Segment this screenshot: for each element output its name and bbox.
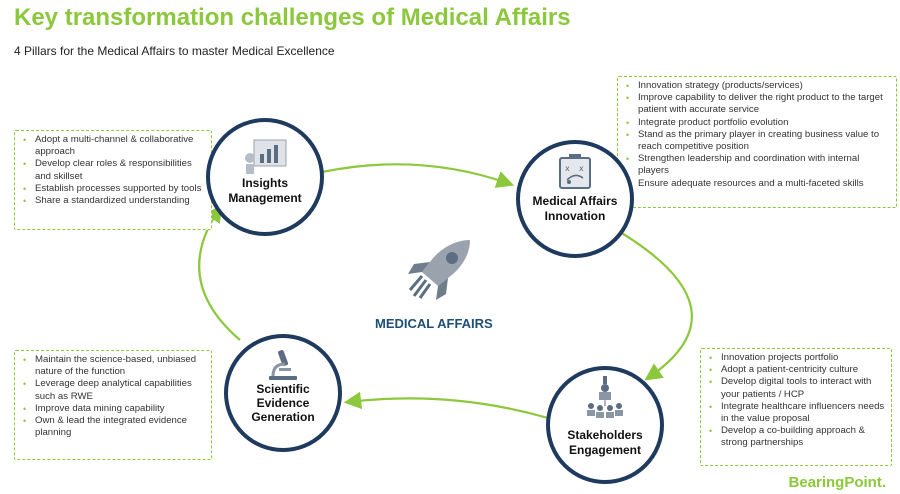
pillar-insights-management: Insights Management <box>206 118 324 236</box>
bullet-item: •Maintain the science-based, unbiased na… <box>23 354 197 378</box>
bullet-item: •Develop digital tools to interact with … <box>709 376 872 400</box>
pillar-medical-affairs-innovation: x x Medical Affairs Innovation <box>516 140 634 258</box>
bullet-item: •Innovation projects portfolio <box>709 352 839 363</box>
bullet-item: •Improve capability to deliver the right… <box>626 92 883 116</box>
bullet-item: •Develop clear roles & responsibilities … <box>23 158 192 182</box>
rocket-icon <box>400 236 476 311</box>
bullet-item: •Stand as the primary player in creating… <box>626 128 880 153</box>
strategy-board-icon: x x <box>555 154 595 197</box>
bullet-item: •Adopt a multi-channel & collaborative a… <box>23 134 194 158</box>
microscope-icon <box>265 348 301 387</box>
insights-bullet-box: •Adopt a multi-channel & collaborative a… <box>14 130 212 230</box>
pillar-label: Stakeholders Engagement <box>567 428 643 457</box>
pillar-label: Scientific Evidence Generation <box>251 382 315 424</box>
bullet-item: •Share a standardized understanding <box>23 195 190 207</box>
arrow-stakeholders-to-evidence <box>343 391 549 420</box>
bullet-item: •Adopt a patient-centricity culture <box>709 364 859 376</box>
bullet-item: •Ensure adequate resources and a multi-f… <box>626 177 864 189</box>
arrow-innovation-to-stakeholders <box>619 231 693 381</box>
pillar-label: Medical Affairs Innovation <box>532 194 618 223</box>
bullet-item: •Strengthen leadership and coordination … <box>626 153 860 177</box>
page-title: Key transformation challenges of Medical… <box>14 4 571 31</box>
bullet-item: •Integrate healthcare influencers needs … <box>709 400 885 425</box>
center-label: MEDICAL AFFAIRS <box>375 316 493 331</box>
innovation-bullet-box: •Innovation strategy (products/services)… <box>617 76 897 208</box>
bullet-item: •Own & lead the integrated evidence plan… <box>23 415 188 439</box>
pillar-stakeholders-engagement: Stakeholders Engagement <box>546 366 664 484</box>
pillar-label: Insights Management <box>228 176 302 205</box>
evidence-bullet-box: •Maintain the science-based, unbiased na… <box>14 350 212 460</box>
brand-logo: BearingPoint. <box>788 474 886 491</box>
bullet-item: •Establish processes supported by tools <box>23 182 202 194</box>
arrow-insights-to-innovation <box>321 163 515 188</box>
pillar-scientific-evidence-generation: Scientific Evidence Generation <box>224 334 342 452</box>
presentation-chart-icon <box>242 136 288 181</box>
bullet-item: •Develop a co-building approach & strong… <box>709 425 865 449</box>
stakeholders-bullet-box: •Innovation projects portfolio •Adopt a … <box>700 348 892 466</box>
svg-text:x: x <box>579 164 584 173</box>
people-network-icon <box>583 376 627 429</box>
svg-text:x: x <box>565 164 570 173</box>
page-subtitle: 4 Pillars for the Medical Affairs to mas… <box>14 44 335 58</box>
bullet-item: •Innovation strategy (products/services) <box>626 80 803 91</box>
bullet-item: •Integrate product portfolio evolution <box>626 116 789 128</box>
bullet-item: •Improve data mining capability <box>23 402 165 414</box>
bullet-item: •Leverage deep analytical capabilities s… <box>23 378 192 402</box>
